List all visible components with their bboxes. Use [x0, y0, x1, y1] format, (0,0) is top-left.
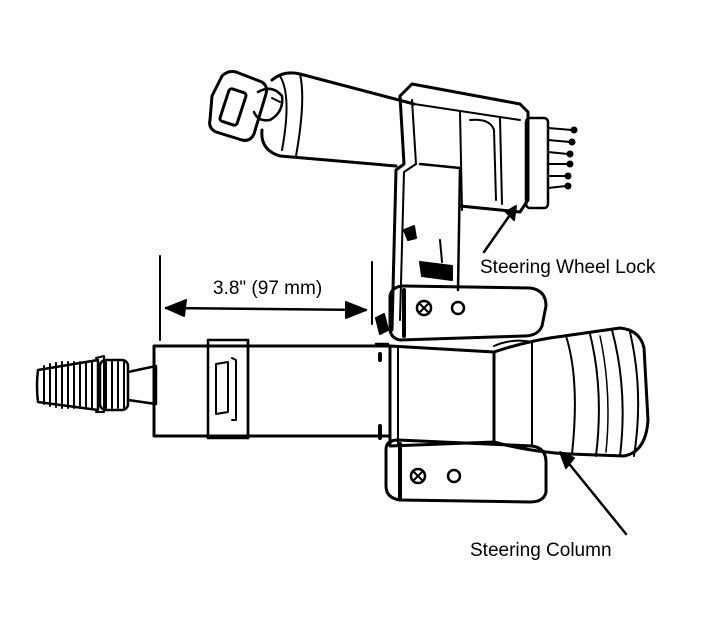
dimension-label: 3.8" (97 mm) — [213, 278, 323, 299]
column-collar — [390, 346, 494, 446]
ignition-key — [210, 72, 283, 141]
steering-wheel-lock-label: Steering Wheel Lock — [480, 257, 656, 278]
dimension-indicator — [160, 256, 372, 340]
steering-wheel-lock-leader — [484, 206, 516, 252]
steering-column-label: Steering Column — [470, 540, 612, 561]
column-tube — [154, 340, 390, 438]
steering-column-leader — [560, 452, 626, 534]
lock-cylinder — [262, 73, 414, 166]
column-boot — [494, 328, 648, 456]
steering-shaft — [37, 356, 156, 412]
upper-mounting-bracket — [390, 286, 546, 340]
lower-mounting-bracket — [386, 440, 546, 502]
lock-connector-pins — [526, 118, 577, 208]
steering-wheel-lock-housing — [376, 84, 528, 334]
